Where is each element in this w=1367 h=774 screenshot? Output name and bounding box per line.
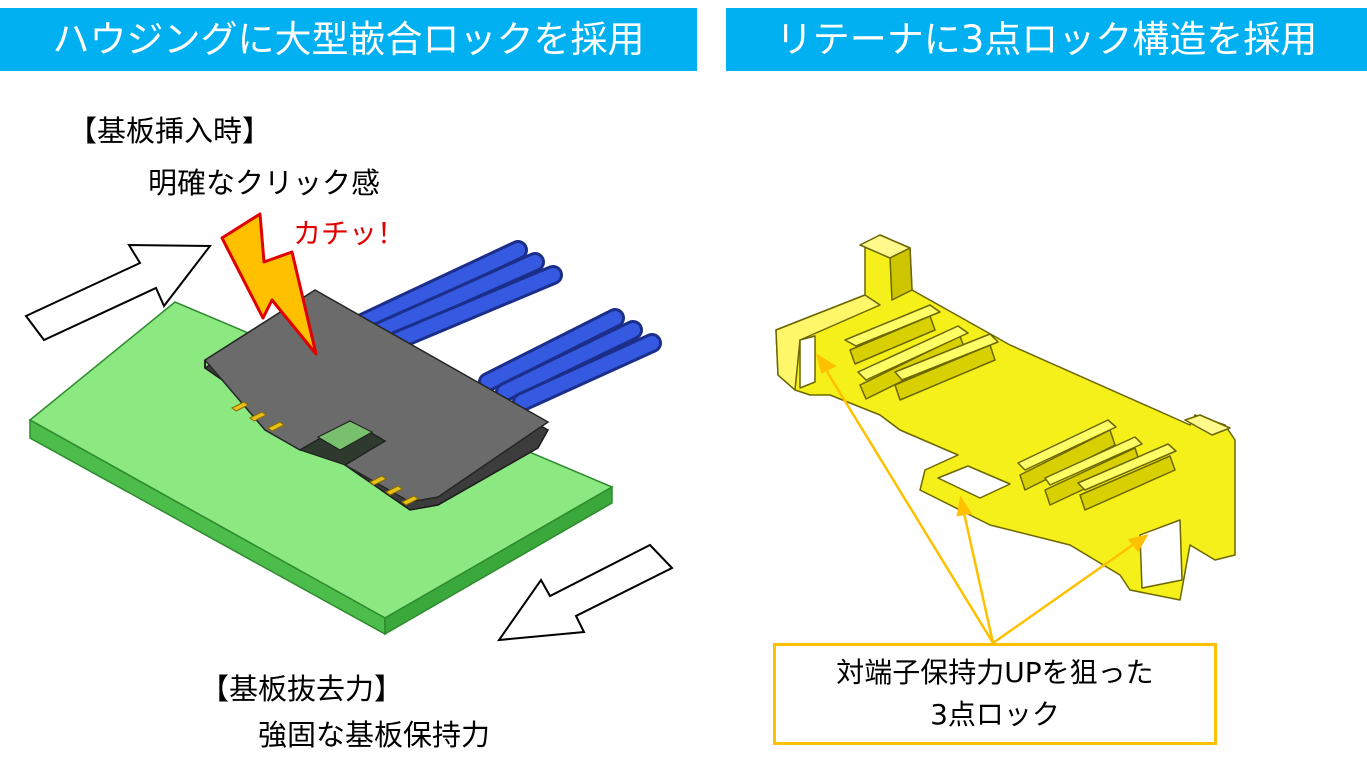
right-heading-banner: リテーナに3点ロック構造を採用 — [726, 8, 1367, 71]
extraction-title: 【基板抜去力】 — [200, 672, 404, 706]
insertion-description: 明確なクリック感 — [148, 166, 381, 200]
insert-arrow — [24, 243, 213, 342]
pcb-board — [28, 301, 614, 636]
three-point-lock-callout: 対端子保持力UPを狙った 3点ロック — [773, 643, 1217, 745]
lightning-icon — [220, 212, 318, 356]
callout-line-1: 対端子保持力UPを狙った — [836, 656, 1154, 689]
insertion-title: 【基板挿入時】 — [68, 114, 272, 148]
left-heading-banner: ハウジングに大型嵌合ロックを採用 — [0, 8, 697, 71]
extract-arrow — [496, 543, 674, 642]
callout-pointers — [816, 353, 1149, 645]
connector-pins — [231, 401, 419, 506]
connector-housing — [203, 289, 550, 511]
click-sound-label: カチッ！ — [293, 217, 406, 250]
wires-lower — [478, 308, 662, 412]
wires-upper — [348, 240, 563, 350]
retainer — [775, 234, 1236, 601]
callout-line-2: 3点ロック — [930, 698, 1060, 731]
extraction-description: 強固な基板保持力 — [258, 718, 491, 752]
